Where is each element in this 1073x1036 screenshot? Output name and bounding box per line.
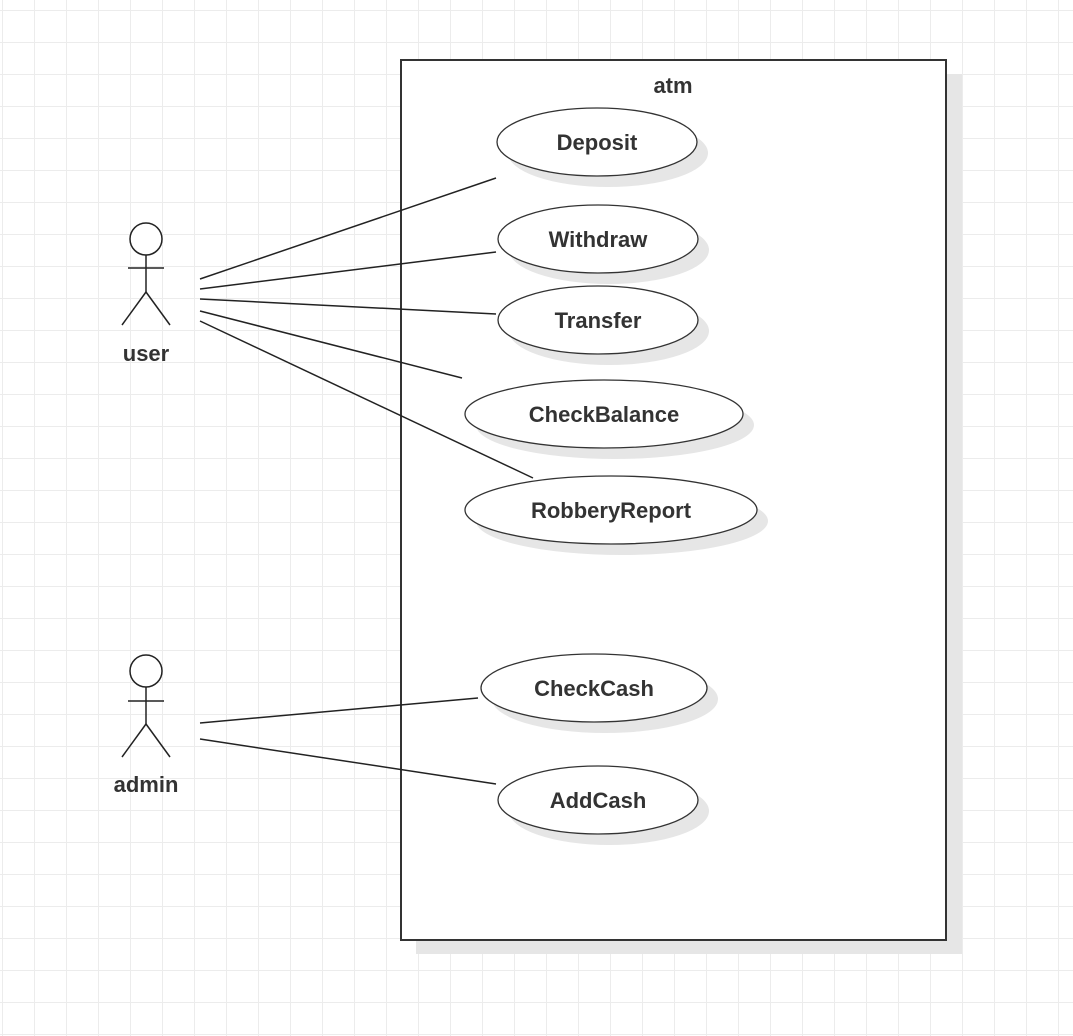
use-case-robbery-report[interactable]: RobberyReport xyxy=(464,475,768,555)
use-case-label: Withdraw xyxy=(549,227,649,252)
use-case-label: RobberyReport xyxy=(531,498,692,523)
actor-user[interactable]: user xyxy=(121,222,171,366)
association-user-transfer[interactable] xyxy=(199,298,497,315)
actor-label: admin xyxy=(114,772,179,797)
use-case-label: AddCash xyxy=(550,788,647,813)
use-case-label: CheckBalance xyxy=(529,402,679,427)
use-case-label: CheckCash xyxy=(534,676,654,701)
use-case-label: Transfer xyxy=(555,308,642,333)
association-admin-check-cash[interactable] xyxy=(199,697,479,724)
use-case-add-cash[interactable]: AddCash xyxy=(497,765,709,845)
use-case-withdraw[interactable]: Withdraw xyxy=(497,204,709,284)
associations xyxy=(199,177,534,785)
use-case-label: Deposit xyxy=(557,130,638,155)
association-admin-add-cash[interactable] xyxy=(199,738,497,785)
association-user-deposit[interactable] xyxy=(199,177,497,280)
use-case-transfer[interactable]: Transfer xyxy=(497,285,709,365)
association-user-check-balance[interactable] xyxy=(199,310,463,379)
use-case-deposit[interactable]: Deposit xyxy=(496,107,708,187)
stick-figure-icon xyxy=(121,222,171,326)
association-user-robbery-report[interactable] xyxy=(199,320,534,479)
actor-admin[interactable]: admin xyxy=(114,654,179,797)
actor-label: user xyxy=(123,341,170,366)
use-case-check-balance[interactable]: CheckBalance xyxy=(464,379,754,459)
stick-figure-icon xyxy=(121,654,171,758)
system-title: atm xyxy=(653,73,692,98)
use-case-check-cash[interactable]: CheckCash xyxy=(480,653,718,733)
association-user-withdraw[interactable] xyxy=(199,251,497,290)
